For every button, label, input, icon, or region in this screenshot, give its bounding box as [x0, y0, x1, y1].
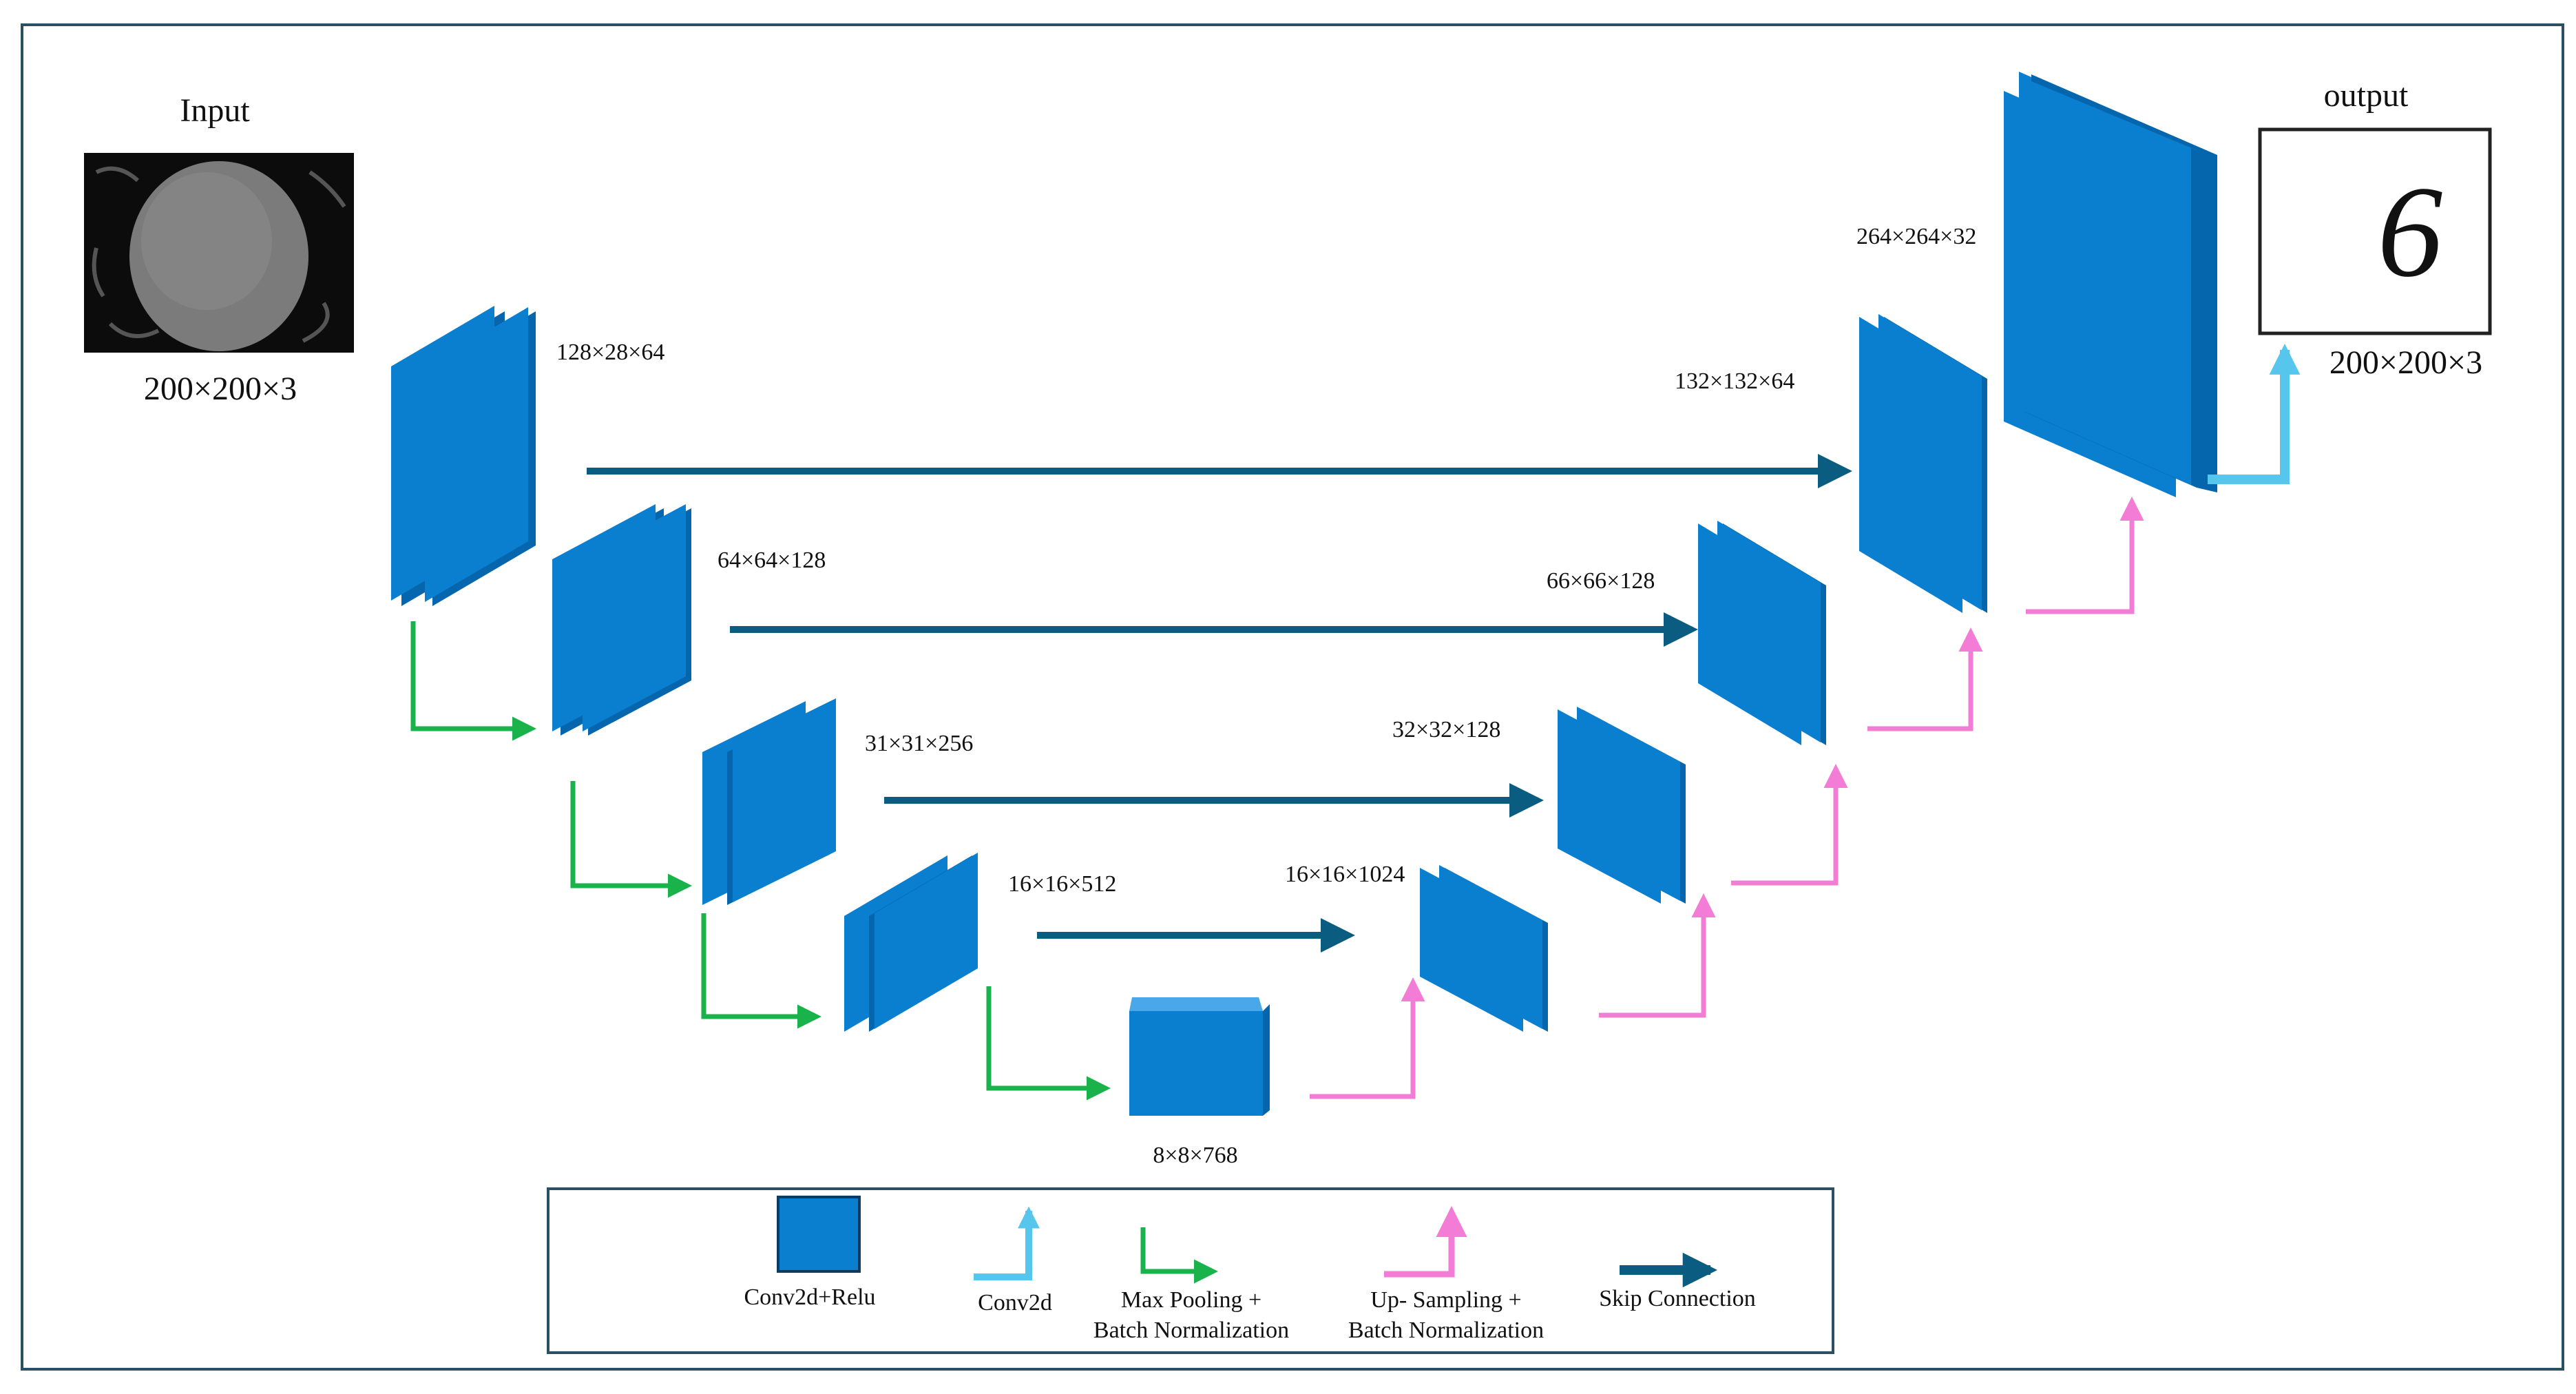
decoder-block-4 — [1859, 314, 1987, 613]
bottleneck-block — [1129, 997, 1270, 1116]
encoder-4-label: 16×16×512 — [1008, 871, 1116, 897]
encoder-2-label: 64×64×128 — [718, 548, 826, 573]
encoder-block-3 — [702, 698, 836, 905]
encoder-block-2 — [552, 504, 691, 736]
decoder-block-5 — [2004, 72, 2217, 497]
decoder-5-label: 264×264×32 — [1856, 224, 1976, 249]
decoder-block-1 — [1420, 865, 1548, 1032]
encoder-1-label: 128×28×64 — [556, 340, 664, 365]
legend-max-pooling-swatch — [1140, 1227, 1218, 1284]
decoder-block-2 — [1558, 707, 1686, 904]
up-sampling-arrow-3 — [1731, 764, 1848, 886]
max-pooling-arrow-4 — [986, 986, 1111, 1101]
input-title: Input — [180, 92, 250, 129]
input-shape: 200×200×3 — [144, 371, 297, 407]
up-sampling-arrow-5 — [2026, 497, 2144, 614]
legend-up-sampling-label-2: Batch Normalization — [1348, 1318, 1544, 1343]
up-sampling-arrows — [1310, 497, 2144, 1099]
skip-connections — [587, 454, 1852, 953]
input-image — [84, 153, 354, 353]
decoder-1-label: 16×16×1024 — [1285, 862, 1405, 887]
legend-skip-connection-label: Skip Connection — [1599, 1286, 1756, 1311]
legend-conv-relu-label: Conv2d+Relu — [744, 1284, 875, 1310]
encoder-block-1 — [391, 306, 536, 606]
encoder-block-4 — [844, 853, 978, 1032]
max-pooling-arrow-2 — [570, 781, 692, 898]
output-digit: 6 — [2378, 160, 2443, 304]
max-pooling-arrows — [410, 621, 1111, 1101]
encoder-3-label: 31×31×256 — [865, 731, 973, 756]
up-sampling-arrow-1 — [1310, 977, 1425, 1099]
legend-conv2d-label: Conv2d — [978, 1290, 1052, 1315]
max-pooling-arrow-3 — [701, 913, 821, 1029]
decoder-3-label: 66×66×128 — [1547, 568, 1655, 594]
max-pooling-arrow-1 — [410, 621, 536, 741]
output-shape: 200×200×3 — [2329, 344, 2482, 381]
legend-conv2d-swatch — [974, 1206, 1040, 1280]
decoder-block-3 — [1698, 521, 1826, 745]
output-image-frame — [2258, 127, 2492, 335]
input-panel: Input 200×200×3 — [84, 92, 354, 407]
legend-max-pooling-label-2: Batch Normalization — [1093, 1318, 1289, 1343]
up-sampling-arrow-2 — [1599, 893, 1716, 1018]
legend-up-sampling-label-1: Up- Sampling + — [1370, 1287, 1521, 1313]
decoder-4-label: 132×132×64 — [1675, 368, 1794, 394]
conv2d-output-arrow — [2208, 344, 2301, 484]
up-sampling-arrow-4 — [1867, 627, 1983, 731]
decoder-2-label: 32×32×128 — [1392, 717, 1500, 742]
legend: Conv2d+Relu Conv2d Max Pooling + Batch N… — [547, 1187, 1834, 1354]
legend-max-pooling-label-1: Max Pooling + — [1121, 1287, 1261, 1313]
bottleneck-label: 8×8×768 — [1153, 1143, 1237, 1168]
output-title: output — [2324, 77, 2409, 114]
legend-conv-relu-swatch — [777, 1196, 861, 1273]
output-panel: output 6 200×200×3 — [2258, 77, 2492, 381]
legend-up-sampling-swatch — [1384, 1206, 1467, 1278]
